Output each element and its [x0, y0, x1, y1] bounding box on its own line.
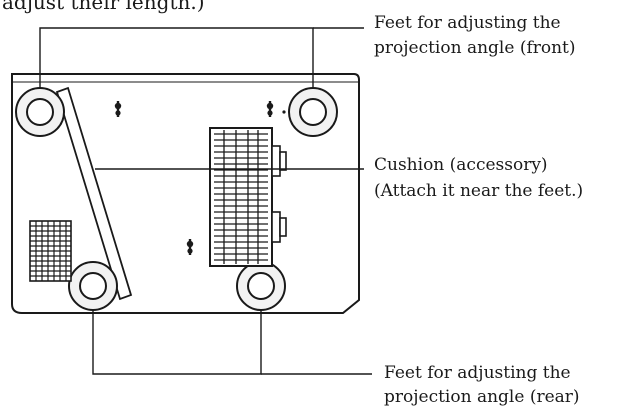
front-foot-right	[288, 87, 338, 137]
callout-cushion-line1: Cushion (accessory)	[374, 155, 548, 175]
screw-hole	[114, 101, 122, 117]
leader-lines	[39, 27, 372, 375]
rear-foot-left	[68, 261, 118, 311]
callout-feet-rear-line2: projection angle (rear)	[384, 387, 580, 407]
vent-grille-lines	[30, 221, 71, 281]
lamp-cover-latch	[271, 145, 287, 243]
rear-foot-right	[236, 261, 286, 311]
callout-feet-front-line1: Feet for adjusting the	[374, 13, 561, 33]
screw-hole	[266, 101, 286, 117]
front-foot-left	[15, 87, 65, 137]
lamp-cover-panel	[209, 127, 273, 267]
callout-feet-rear-line1: Feet for adjusting the	[384, 363, 571, 383]
screw-hole	[186, 239, 194, 255]
lamp-cover-slots	[214, 130, 268, 264]
callout-feet-front-line2: projection angle (front)	[374, 38, 576, 58]
header-text: adjust their length.)	[2, 0, 205, 14]
callout-cushion-line2: (Attach it near the feet.)	[374, 181, 584, 201]
cushion-strip	[55, 86, 133, 301]
